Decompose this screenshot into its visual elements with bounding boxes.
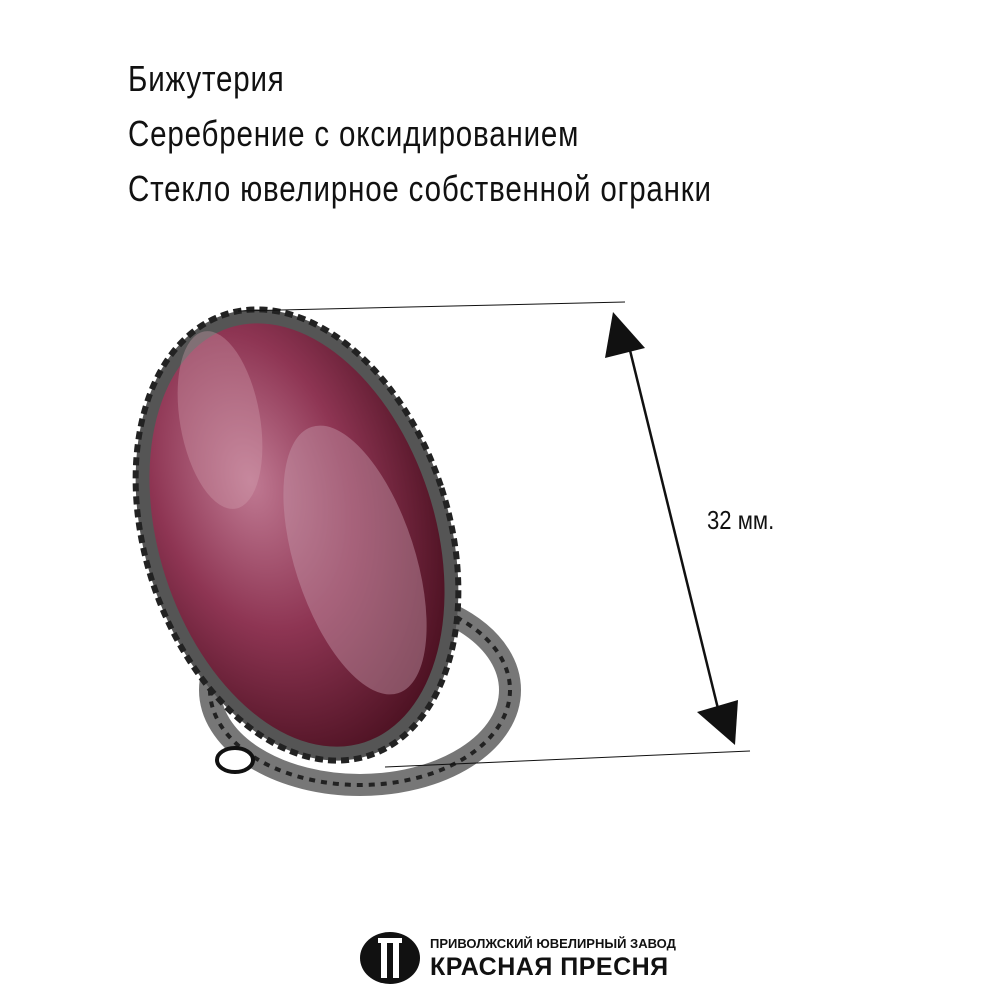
brand-logo-mark — [360, 932, 420, 984]
arrow-head-down-icon — [697, 700, 738, 745]
brand-name: КРАСНАЯ ПРЕСНЯ — [430, 953, 669, 981]
brand-subtitle: ПРИВОЛЖСКИЙ ЮВЕЛИРНЫЙ ЗАВОД — [430, 936, 676, 951]
description-line-2: Серебрение с оксидированием — [128, 113, 580, 154]
arrow-head-up-icon — [605, 312, 645, 358]
dimension-lines — [237, 301, 751, 768]
description-line-1: Бижутерия — [128, 58, 285, 99]
ring-stone — [149, 323, 445, 747]
dimension-label: 32 мм. — [707, 505, 775, 535]
description-line-3: Стекло ювелирное собственной огранки — [128, 168, 712, 209]
ring-image — [132, 306, 521, 796]
dimension-arrow — [623, 329, 724, 726]
